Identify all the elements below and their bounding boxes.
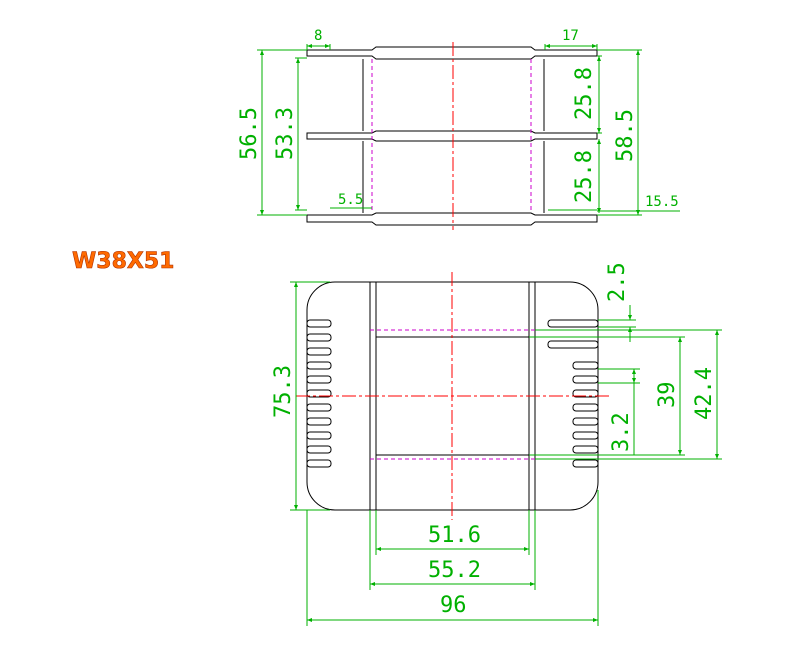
front-view-arrows [294, 282, 719, 622]
dim-51-6: 51.6 [428, 523, 481, 548]
top-view-dimension-lines [257, 44, 680, 216]
dim-2-5: 2.5 [605, 262, 630, 302]
dim-75-3: 75.3 [271, 365, 296, 418]
dim-5-5: 5.5 [338, 192, 363, 208]
dim-15-5: 15.5 [645, 194, 679, 210]
middle-flange [306, 130, 598, 142]
left-slots [306, 319, 332, 468]
drawing-title: W38X51 [72, 249, 174, 274]
top-flange [306, 46, 598, 60]
dim-25-8-upper: 25.8 [572, 67, 597, 120]
bottom-flange [306, 212, 598, 226]
dim-53-3: 53.3 [273, 107, 298, 160]
dim-8: 8 [314, 28, 322, 44]
dim-3-2: 3.2 [609, 412, 634, 452]
dim-56-5: 56.5 [237, 107, 262, 160]
dim-58-5: 58.5 [613, 109, 638, 162]
front-view-dimension-lines [290, 281, 722, 626]
right-slots [547, 319, 599, 468]
top-view-hidden-lines [371, 59, 532, 213]
dim-55-2: 55.2 [428, 558, 481, 583]
dim-96: 96 [440, 593, 467, 618]
dim-39: 39 [655, 382, 680, 409]
dim-17: 17 [562, 28, 579, 44]
top-view-arrows [260, 44, 640, 215]
dim-42-4: 42.4 [692, 367, 717, 420]
dim-25-8-lower: 25.8 [572, 150, 597, 203]
